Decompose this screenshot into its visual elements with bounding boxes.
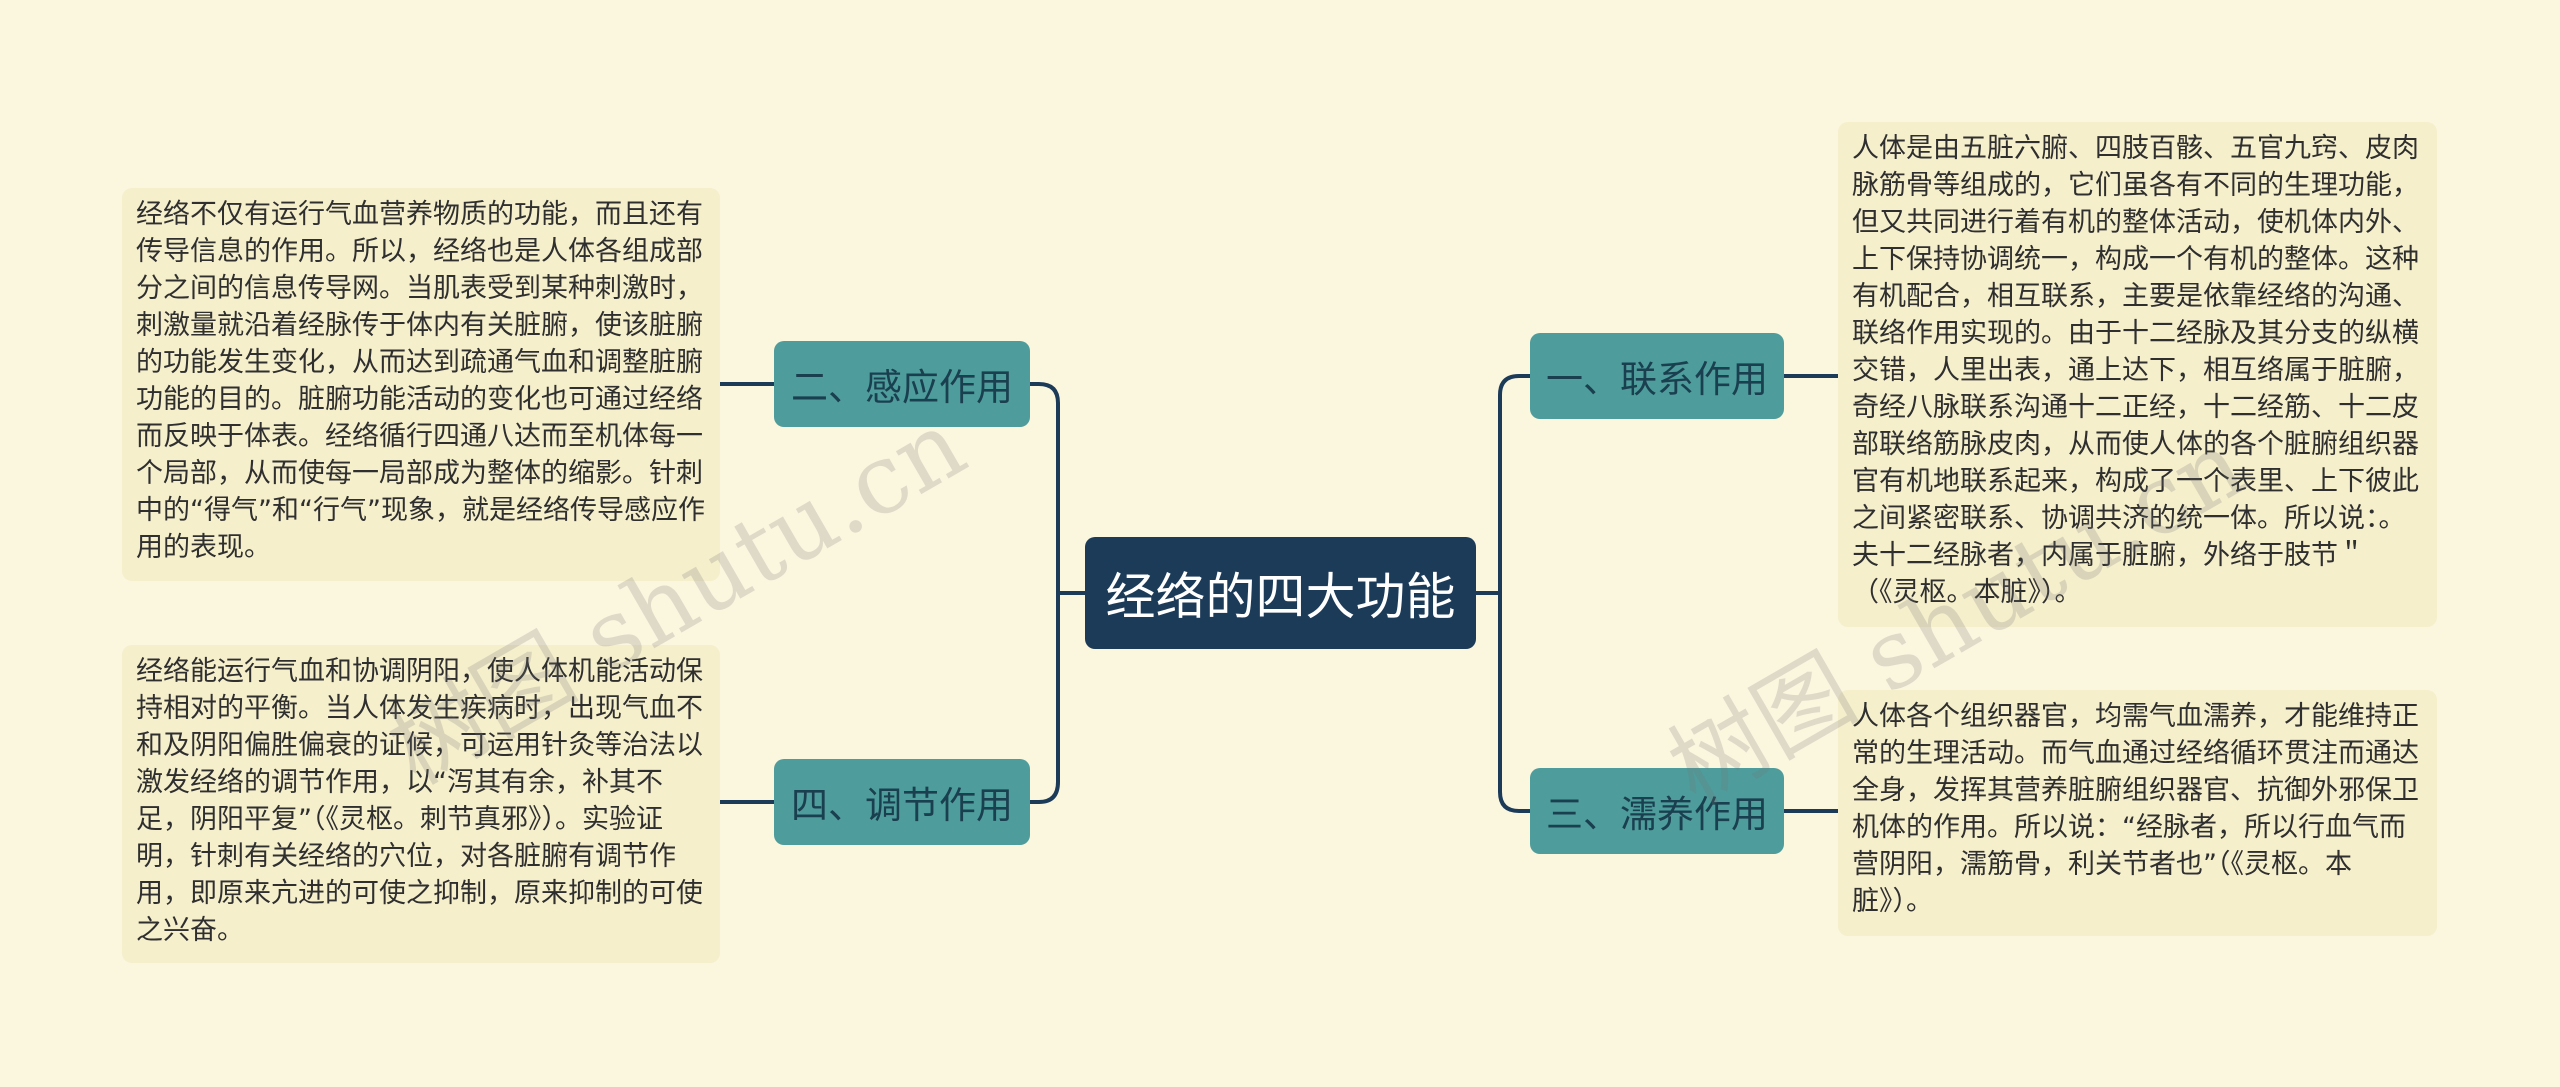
branch-nourish-label: 三、濡养作用 xyxy=(1546,793,1768,836)
branch-sense-label: 二、感应作用 xyxy=(791,366,1013,409)
leaf-nourish-content: 人体各个组织器官，均需气血濡养，才能维持正常的生理活动。而气血通过经络循环贯注而… xyxy=(1852,701,2419,917)
leaf-nourish-text[interactable]: 人体各个组织器官，均需气血濡养，才能维持正常的生理活动。而气血通过经络循环贯注而… xyxy=(1838,690,2437,936)
connector-center-to-regulate xyxy=(1028,591,1087,804)
leaf-link-content: 人体是由五脏六腑、四肢百骸、五官九窍、皮肉脉筋骨等组成的，它们虽各有不同的生理功… xyxy=(1852,133,2419,608)
branch-regulate-label: 四、调节作用 xyxy=(791,784,1013,827)
connector-center-to-link xyxy=(1474,374,1532,595)
connector-center-to-nourish xyxy=(1474,591,1532,813)
leaf-regulate-content: 经络能运行气血和协调阴阳，使人体机能活动保持相对的平衡。当人体发生疾病时，出现气… xyxy=(136,656,703,946)
leaf-sense-text[interactable]: 经络不仅有运行气血营养物质的功能，而且还有传导信息的作用。所以，经络也是人体各组… xyxy=(122,188,720,581)
branch-link-label: 一、联系作用 xyxy=(1546,358,1768,401)
leaf-regulate-text[interactable]: 经络能运行气血和协调阴阳，使人体机能活动保持相对的平衡。当人体发生疾病时，出现气… xyxy=(122,645,720,963)
connector-center-to-sense xyxy=(1028,382,1087,595)
branch-link[interactable]: 一、联系作用 xyxy=(1530,333,1784,419)
leaf-sense-content: 经络不仅有运行气血营养物质的功能，而且还有传导信息的作用。所以，经络也是人体各组… xyxy=(136,199,705,563)
leaf-link-text[interactable]: 人体是由五脏六腑、四肢百骸、五官九窍、皮肉脉筋骨等组成的，它们虽各有不同的生理功… xyxy=(1838,122,2437,627)
branch-sense[interactable]: 二、感应作用 xyxy=(774,341,1030,427)
branch-regulate[interactable]: 四、调节作用 xyxy=(774,759,1030,845)
branch-nourish[interactable]: 三、濡养作用 xyxy=(1530,768,1784,854)
central-topic[interactable]: 经络的四大功能 xyxy=(1085,537,1476,649)
central-topic-label: 经络的四大功能 xyxy=(1105,568,1456,626)
